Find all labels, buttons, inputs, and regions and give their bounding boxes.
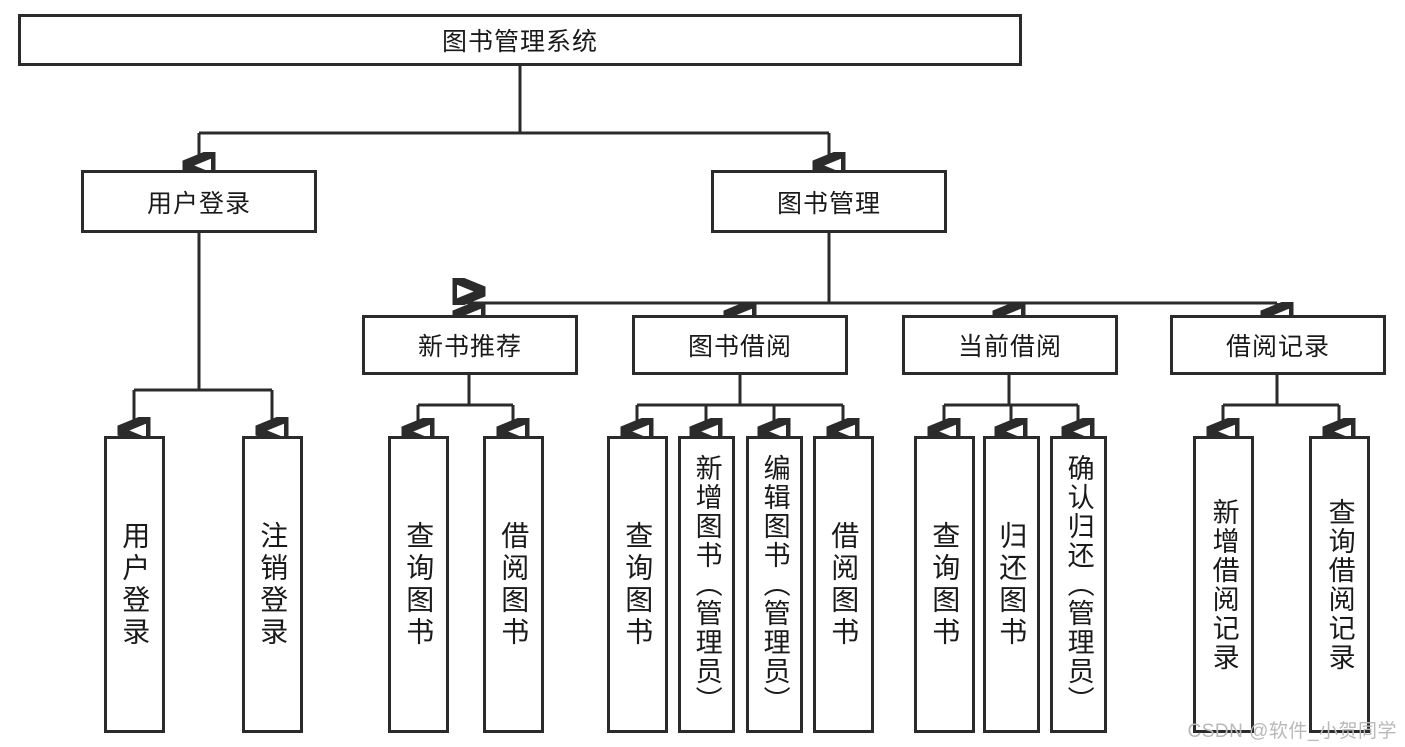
node-label: 查询图书 [622, 520, 654, 649]
node-label: 图书管理 [776, 189, 881, 218]
node-current-borrow[interactable]: 当前借阅 [902, 315, 1118, 375]
node-label: 编辑图书（管理员） [759, 454, 790, 715]
node-label: 确认归还（管理员） [1063, 454, 1094, 715]
node-label: 归还图书 [996, 520, 1028, 649]
node-leaf-query-book-1[interactable]: 查询图书 [388, 436, 449, 733]
node-label: 借阅图书 [828, 520, 860, 649]
node-label: 借阅记录 [1225, 333, 1330, 361]
node-label: 用户登录 [119, 520, 151, 649]
node-label: 注销登录 [257, 520, 289, 649]
node-label: 新增图书（管理员） [691, 454, 722, 715]
node-leaf-borrow-book-1[interactable]: 借阅图书 [483, 436, 544, 733]
node-leaf-logout-login[interactable]: 注销登录 [242, 436, 303, 733]
node-label: 当前借阅 [957, 333, 1062, 361]
node-leaf-query-book-3[interactable]: 查询图书 [914, 436, 975, 733]
node-book-manage[interactable]: 图书管理 [711, 170, 947, 233]
node-new-book-recommend[interactable]: 新书推荐 [362, 315, 578, 375]
node-label: 查询借阅记录 [1324, 497, 1355, 672]
node-leaf-return-book[interactable]: 归还图书 [983, 436, 1040, 733]
node-leaf-user-login[interactable]: 用户登录 [104, 436, 165, 733]
node-leaf-edit-book[interactable]: 编辑图书（管理员） [746, 436, 803, 733]
node-leaf-query-book-2[interactable]: 查询图书 [607, 436, 668, 733]
node-label: 查询图书 [403, 520, 435, 649]
node-label: 借阅图书 [498, 520, 530, 649]
node-leaf-add-book[interactable]: 新增图书（管理员） [678, 436, 735, 733]
node-label: 新增借阅记录 [1208, 497, 1239, 672]
watermark-text: CSDN @软件_小贺同学 [1187, 721, 1397, 742]
node-label: 查询图书 [929, 520, 961, 649]
node-label: 新书推荐 [417, 333, 522, 361]
node-leaf-query-record[interactable]: 查询借阅记录 [1309, 436, 1370, 733]
node-book-borrow[interactable]: 图书借阅 [632, 315, 848, 375]
node-leaf-borrow-book-2[interactable]: 借阅图书 [813, 436, 874, 733]
node-label: 图书管理系统 [441, 28, 598, 56]
node-user-login[interactable]: 用户登录 [81, 170, 317, 233]
node-label: 用户登录 [146, 189, 251, 218]
node-borrow-record[interactable]: 借阅记录 [1170, 315, 1386, 375]
node-leaf-add-record[interactable]: 新增借阅记录 [1193, 436, 1254, 733]
node-label: 图书借阅 [687, 333, 792, 361]
node-leaf-confirm-return[interactable]: 确认归还（管理员） [1050, 436, 1107, 733]
node-root-system[interactable]: 图书管理系统 [18, 14, 1022, 66]
